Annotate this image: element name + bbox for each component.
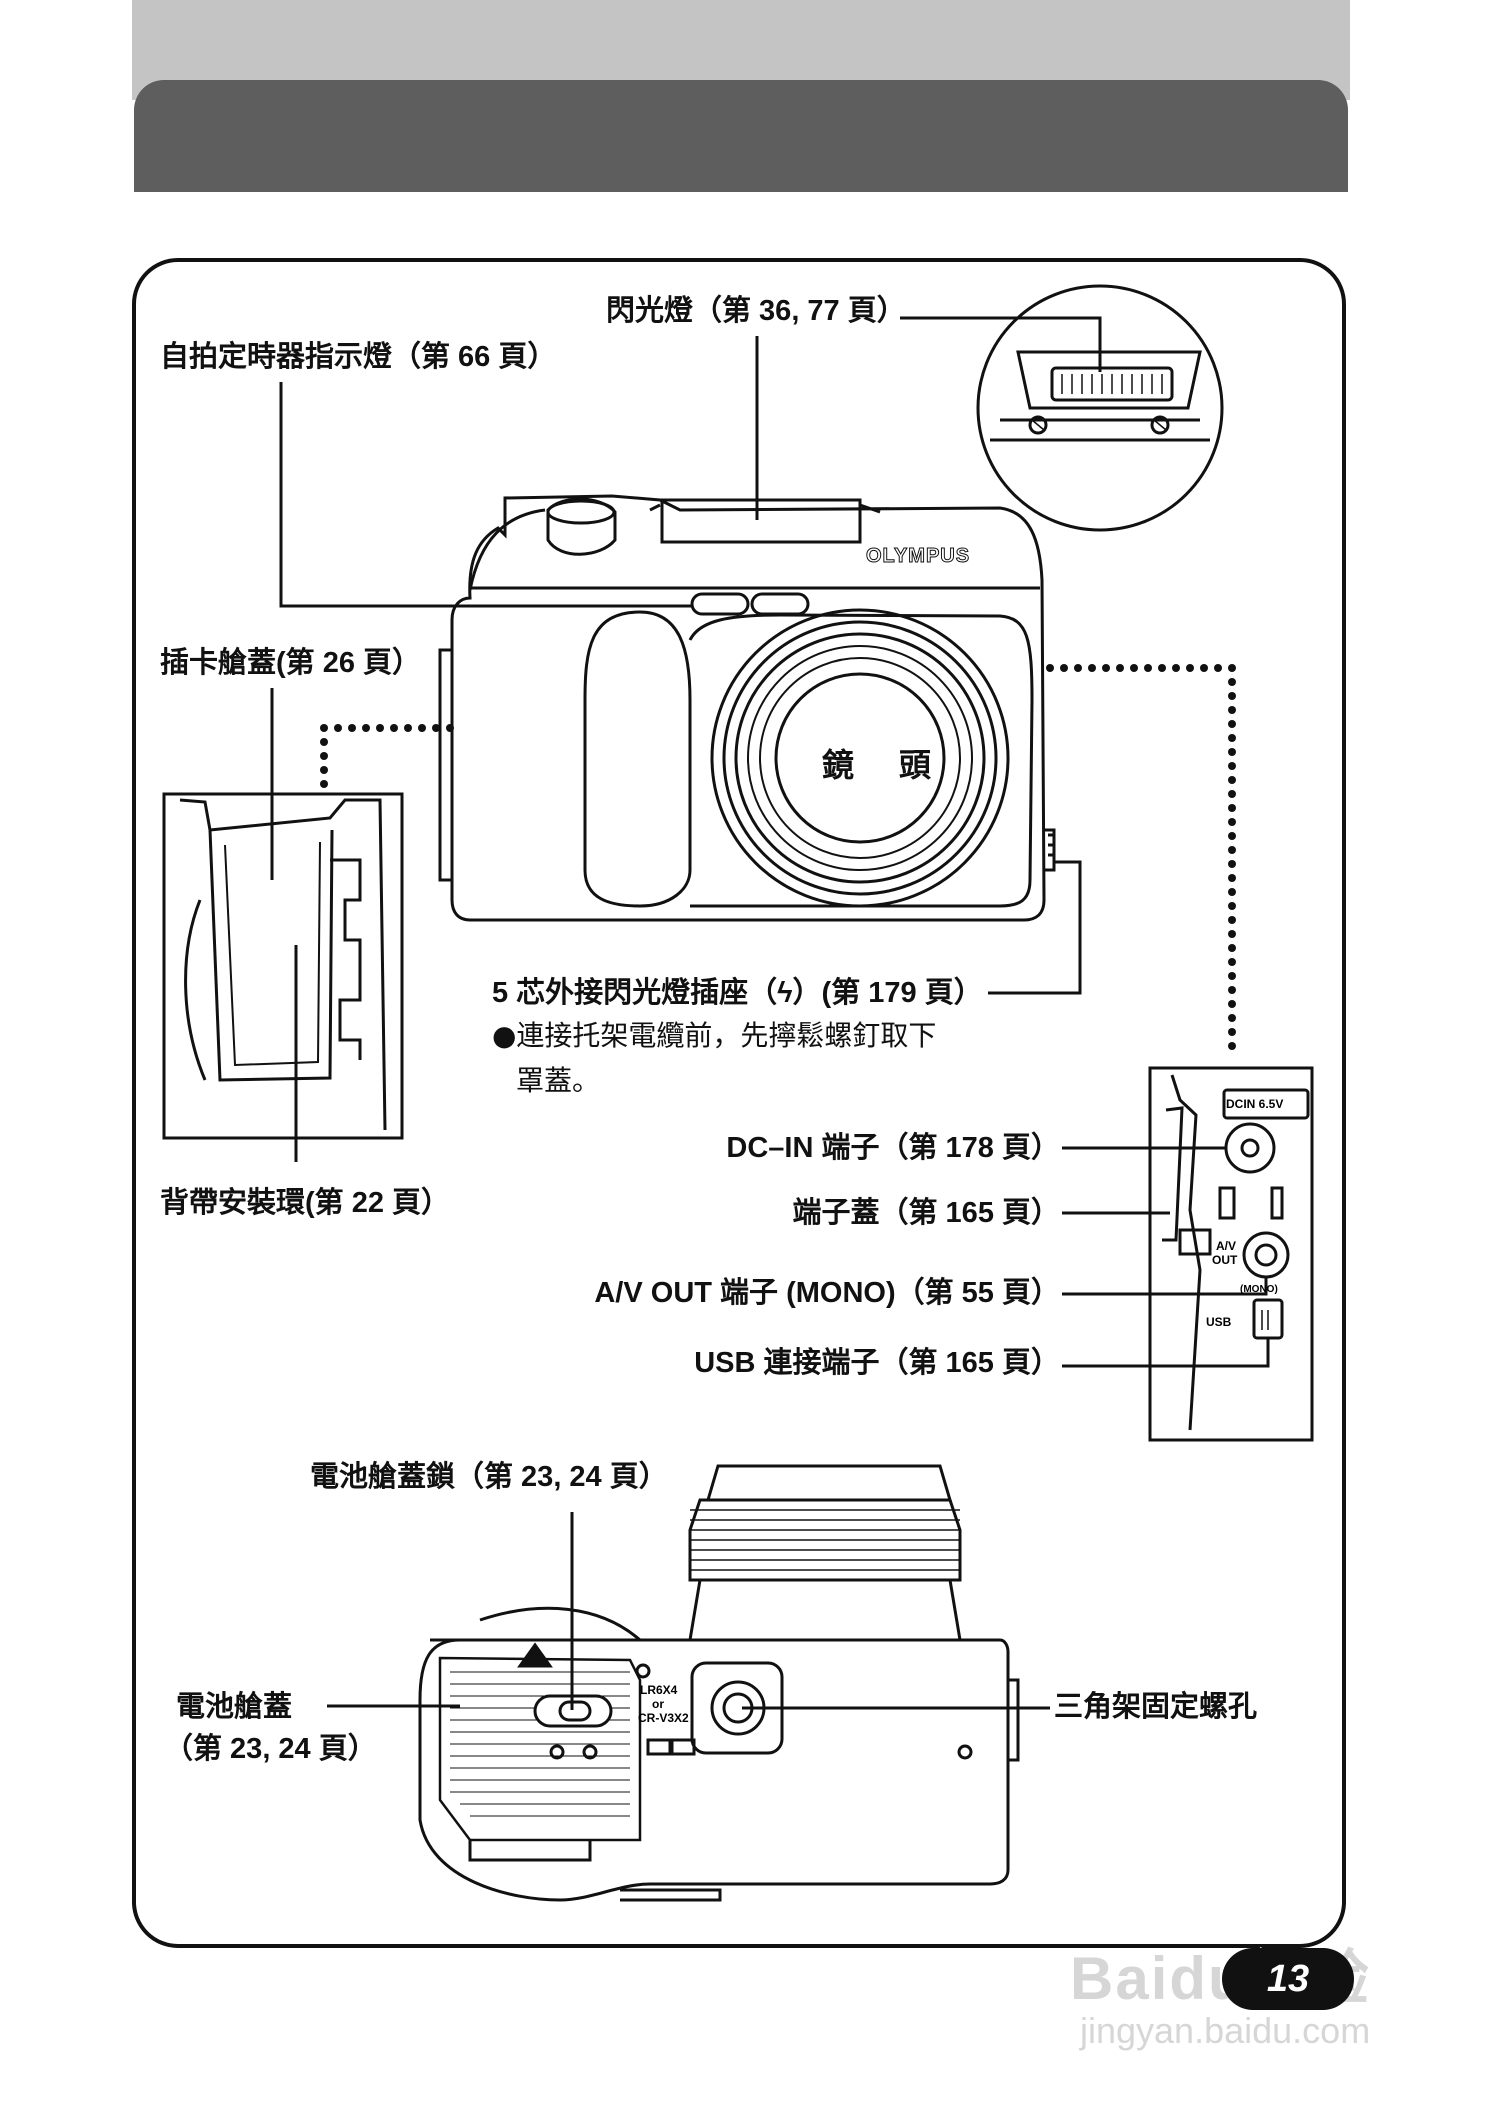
label-card-cover: 插卡艙蓋(第 26 頁） xyxy=(160,647,422,679)
top-dial xyxy=(546,497,617,556)
flash-detail-circle xyxy=(976,284,1224,532)
label-tripod: 三角架固定螺孔 xyxy=(1054,1691,1258,1723)
label-flash: 閃光燈（第 36, 77 頁） xyxy=(606,295,906,327)
header-bar-dark xyxy=(134,80,1348,192)
label-battery-lock: 電池艙蓋鎖（第 23, 24 頁） xyxy=(310,1461,668,1493)
label-av-out: A/V OUT 端子 (MONO)（第 55 頁） xyxy=(594,1277,1060,1309)
label-battery-cover-2: （第 23, 24 頁） xyxy=(164,1733,377,1765)
av-out-port xyxy=(1242,1231,1290,1279)
lens-label: 鏡 頭 xyxy=(822,747,949,783)
camera-body-outline xyxy=(450,494,1046,922)
flash-unit xyxy=(660,498,862,544)
note-text: ●連接托架電纜前，先擰鬆螺釘取下 罩蓋。 xyxy=(492,1014,936,1104)
dc-in-port xyxy=(1224,1122,1276,1174)
label-dc-in: DC–IN 端子（第 178 頁） xyxy=(726,1132,1060,1164)
battery-type-3: CR-V3X2 xyxy=(638,1711,689,1725)
camera-grip xyxy=(583,610,692,908)
label-strap-eyelet: 背帶安裝環(第 22 頁） xyxy=(160,1187,451,1219)
leader-self-timer xyxy=(279,382,692,608)
note-line-1: ●連接托架電纜前，先擰鬆螺釘取下 xyxy=(492,1019,937,1052)
lens-glass xyxy=(774,672,946,844)
lens-ring-outer xyxy=(710,608,1010,908)
label-connector-cover: 端子蓋（第 165 頁） xyxy=(792,1197,1061,1229)
leader-flash-socket xyxy=(988,860,1082,995)
page-number: 13 xyxy=(1222,1948,1354,2010)
lens-barrel-top xyxy=(705,1464,953,1502)
dcin-text: DCIN 6.5V xyxy=(1226,1097,1283,1111)
brand-text: OLYMPUS xyxy=(866,545,970,567)
note-line-2: 罩蓋。 xyxy=(516,1063,601,1097)
leader-av-out xyxy=(1062,1277,1268,1296)
battery-type-1: LR6X4 xyxy=(640,1683,678,1697)
usb-text: USB xyxy=(1206,1315,1232,1329)
label-usb: USB 連接端子（第 165 頁） xyxy=(694,1347,1060,1379)
out-text: OUT xyxy=(1212,1253,1238,1267)
leader-usb xyxy=(1062,1338,1270,1368)
battery-cover xyxy=(438,1656,642,1842)
battery-type-2: or xyxy=(652,1697,664,1711)
self-timer-lamp-window xyxy=(690,592,750,616)
label-flash-socket: 5 芯外接閃光燈插座（ϟ）(第 179 頁） xyxy=(492,977,983,1009)
mono-text: (MONO) xyxy=(1240,1284,1278,1295)
av-text: A/V xyxy=(1216,1239,1236,1253)
content-frame xyxy=(132,258,1346,1948)
card-cover-inset xyxy=(162,792,404,1140)
label-battery-cover-1: 電池艙蓋 xyxy=(176,1691,293,1723)
camera-bottom-outline xyxy=(418,1638,1010,1902)
flash-socket xyxy=(1044,828,1056,872)
leader-flash xyxy=(900,316,1102,372)
watermark-url: jingyan.baidu.com xyxy=(1080,2010,1371,2051)
label-self-timer-lamp: 自拍定時器指示燈（第 66 頁） xyxy=(160,341,557,373)
connector-inset xyxy=(1148,1066,1314,1442)
